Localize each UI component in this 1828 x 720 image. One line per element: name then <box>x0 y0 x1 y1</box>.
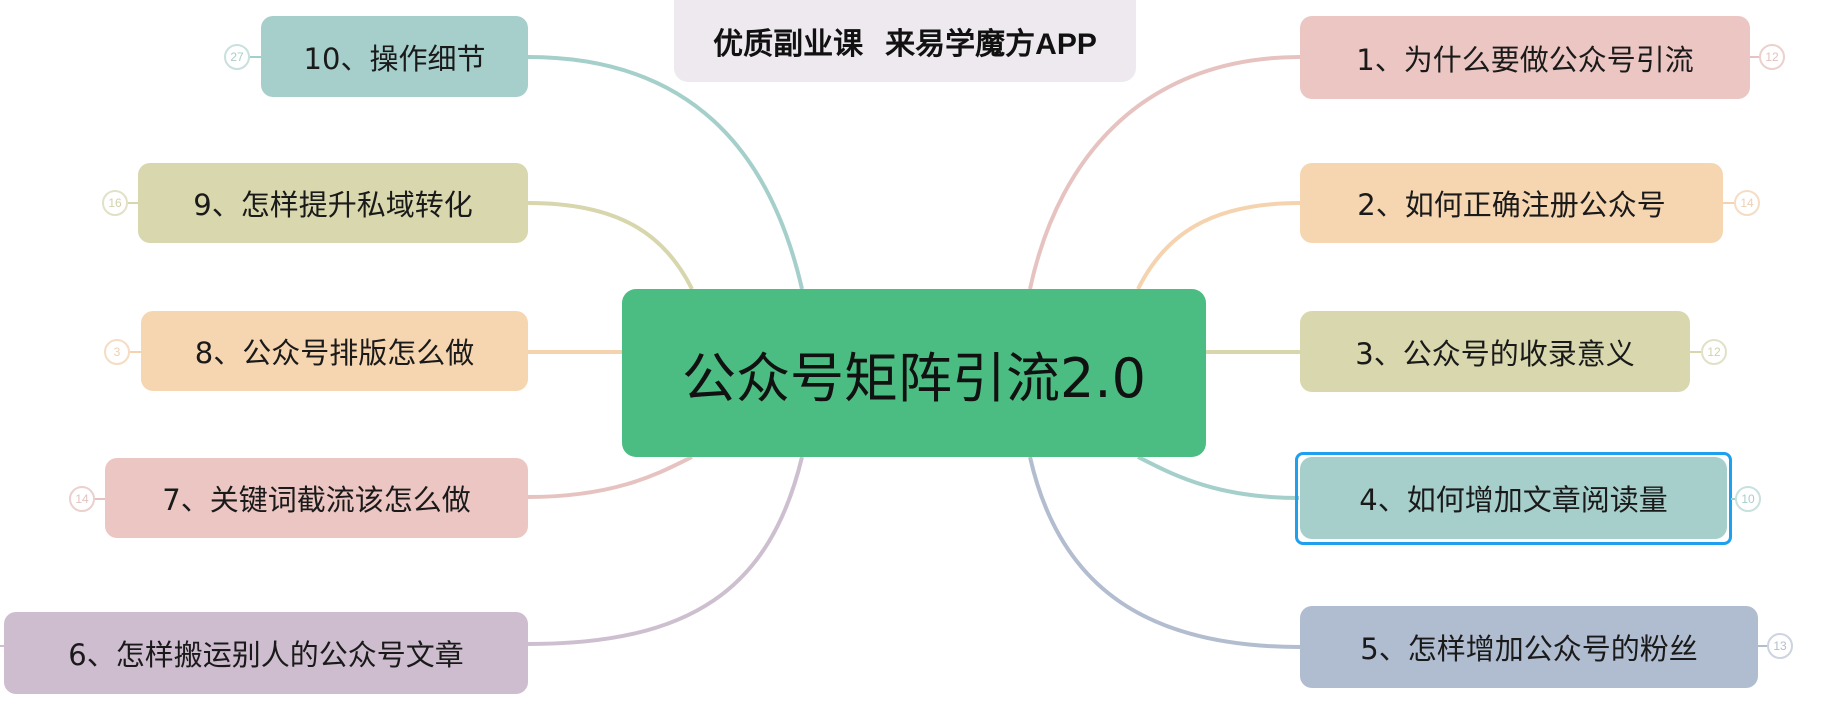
connector-6 <box>527 456 804 646</box>
topic-label: 2、如何正确注册公众号 <box>1357 188 1666 222</box>
topic-node-1[interactable]: 1、为什么要做公众号引流 <box>1300 16 1750 99</box>
topic-node-9[interactable]: 9、怎样提升私域转化 <box>138 163 528 243</box>
topic-node-5[interactable]: 5、怎样增加公众号的粉丝 <box>1300 606 1758 688</box>
topic-label: 3、公众号的收录意义 <box>1355 336 1635 371</box>
topic-label: 5、怎样增加公众号的粉丝 <box>1360 632 1698 666</box>
collapsed-count-badge-8[interactable]: 3 <box>104 339 130 365</box>
collapsed-count-badge-4[interactable]: 10 <box>1735 486 1761 512</box>
banner-text-course: 优质副业课 <box>713 28 864 61</box>
collapsed-count-badge-9[interactable]: 16 <box>102 190 128 216</box>
connector-1 <box>1028 55 1301 290</box>
central-topic-label: 公众号矩阵引流2.0 <box>682 346 1146 410</box>
collapsed-count-badge-1[interactable]: 12 <box>1759 44 1785 70</box>
topic-node-10[interactable]: 10、操作细节 <box>261 16 528 97</box>
topic-label: 4、如何增加文章阅读量 <box>1359 483 1668 517</box>
connector-10 <box>527 55 804 290</box>
topic-node-3[interactable]: 3、公众号的收录意义 <box>1300 311 1690 392</box>
collapsed-count-badge-5[interactable]: 13 <box>1767 633 1793 659</box>
connector-5 <box>1028 456 1301 649</box>
collapsed-count-badge-7[interactable]: 14 <box>69 486 95 512</box>
collapsed-count-badge-2[interactable]: 14 <box>1734 190 1760 216</box>
topic-label: 9、怎样提升私域转化 <box>193 188 473 222</box>
connector-2 <box>1136 201 1301 290</box>
topic-label: 6、怎样搬运别人的公众号文章 <box>68 638 464 672</box>
topic-node-4[interactable]: 4、如何增加文章阅读量 <box>1300 457 1727 539</box>
topic-label: 8、公众号排版怎么做 <box>194 336 475 370</box>
topic-label: 1、为什么要做公众号引流 <box>1356 42 1694 77</box>
collapsed-count-badge-3[interactable]: 12 <box>1701 339 1727 365</box>
central-topic[interactable]: 公众号矩阵引流2.0 <box>622 289 1206 457</box>
connector-9 <box>527 201 694 290</box>
course-banner: 优质副业课 来易学魔方APP <box>674 0 1136 82</box>
topic-label: 10、操作细节 <box>303 41 486 76</box>
topic-node-8[interactable]: 8、公众号排版怎么做 <box>141 311 528 391</box>
banner-text-app: 来易学魔方APP <box>885 28 1097 61</box>
topic-label: 7、关键词截流该怎么做 <box>162 483 471 517</box>
topic-node-2[interactable]: 2、如何正确注册公众号 <box>1300 163 1723 243</box>
collapsed-count-badge-10[interactable]: 27 <box>224 44 250 70</box>
connector-7 <box>527 455 693 499</box>
topic-node-6[interactable]: 6、怎样搬运别人的公众号文章 <box>4 612 528 694</box>
topic-node-7[interactable]: 7、关键词截流该怎么做 <box>105 458 528 538</box>
connector-4 <box>1137 455 1300 500</box>
